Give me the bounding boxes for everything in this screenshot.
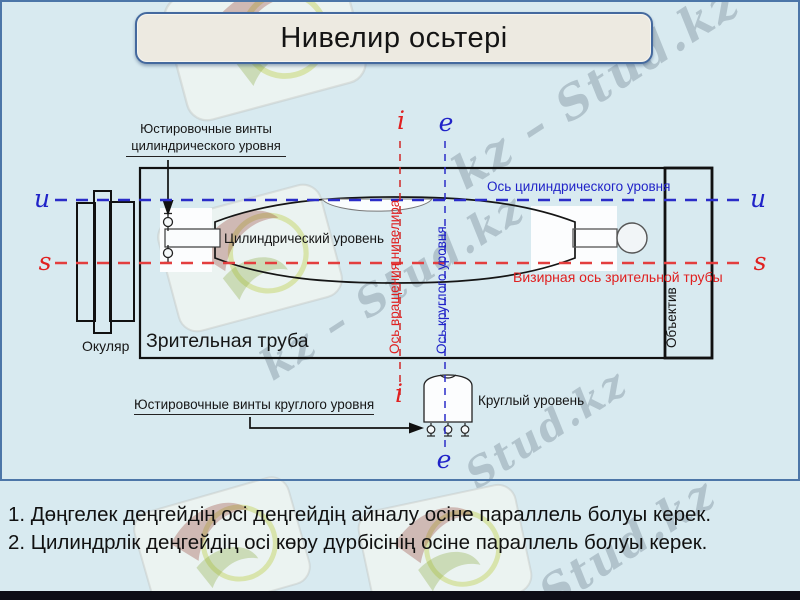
axis-letter-e-top: e: [438, 108, 454, 137]
label-sight-axis: Визирная ось зрительной трубы: [513, 269, 723, 285]
label-round-level: Круглый уровень: [478, 393, 585, 408]
axis-letter-s-left: s: [38, 247, 52, 276]
arrow-to-round-screws: [249, 417, 424, 434]
page-title: Нивелир осьтері: [280, 21, 508, 54]
label-objective: Объектив: [664, 287, 679, 348]
round-level-notch: [439, 374, 457, 379]
eyepiece-shape: [76, 190, 135, 334]
bottom-bar: [0, 591, 800, 600]
label-eyepiece: Окуляр: [82, 338, 130, 354]
notes-block: 1. Дөңгелек деңгейдің осі деңгейдің айна…: [8, 501, 784, 556]
label-round-level-axis: Ось круглого уровня: [434, 226, 449, 354]
axis-letter-u-right: u: [749, 184, 767, 213]
title-box: Нивелир осьтері: [135, 12, 653, 64]
label-axis-cylindrical-level: Ось цилиндрического уровня: [487, 179, 671, 194]
slide-frame-border: [0, 0, 800, 481]
axis-letter-s-right: s: [753, 247, 767, 276]
label-line: цилиндрического уровня: [131, 138, 281, 153]
cylindrical-level-vial: [214, 196, 576, 284]
note-2: 2. Цилиндрлік деңгейдің осі көру дүрбісі…: [8, 530, 708, 554]
label-cylindrical-level: Цилиндрический уровень: [224, 231, 384, 246]
artifact-patch: [531, 206, 617, 271]
label-rotation-axis: Ось вращения нивелира: [387, 199, 402, 354]
note-1: 1. Дөңгелек деңгейдің осі деңгейдің айна…: [8, 503, 712, 526]
round-level-screws: [426, 423, 470, 437]
label-adjusting-screws-round: Юстировочные винты круглого уровня: [134, 397, 375, 415]
arrow-to-cyl-screws: [162, 160, 174, 216]
adjusting-screws-cyl: [162, 212, 174, 264]
label-line: Юстировочные винты: [140, 121, 272, 136]
label-adjusting-screws-cylindrical: Юстировочные винты цилиндрического уровн…: [126, 120, 286, 157]
round-level-shape: [423, 374, 473, 423]
focus-knob: [616, 222, 648, 254]
cyl-screw-mount: [164, 228, 221, 248]
vial-bubble: [321, 198, 433, 212]
axis-letter-i-top: i: [397, 106, 405, 135]
axis-letter-e-bottom: e: [436, 445, 452, 474]
axis-letter-u-left: u: [33, 184, 51, 213]
label-telescope: Зрительная труба: [146, 330, 309, 352]
axis-letter-i-bottom: i: [395, 379, 403, 408]
